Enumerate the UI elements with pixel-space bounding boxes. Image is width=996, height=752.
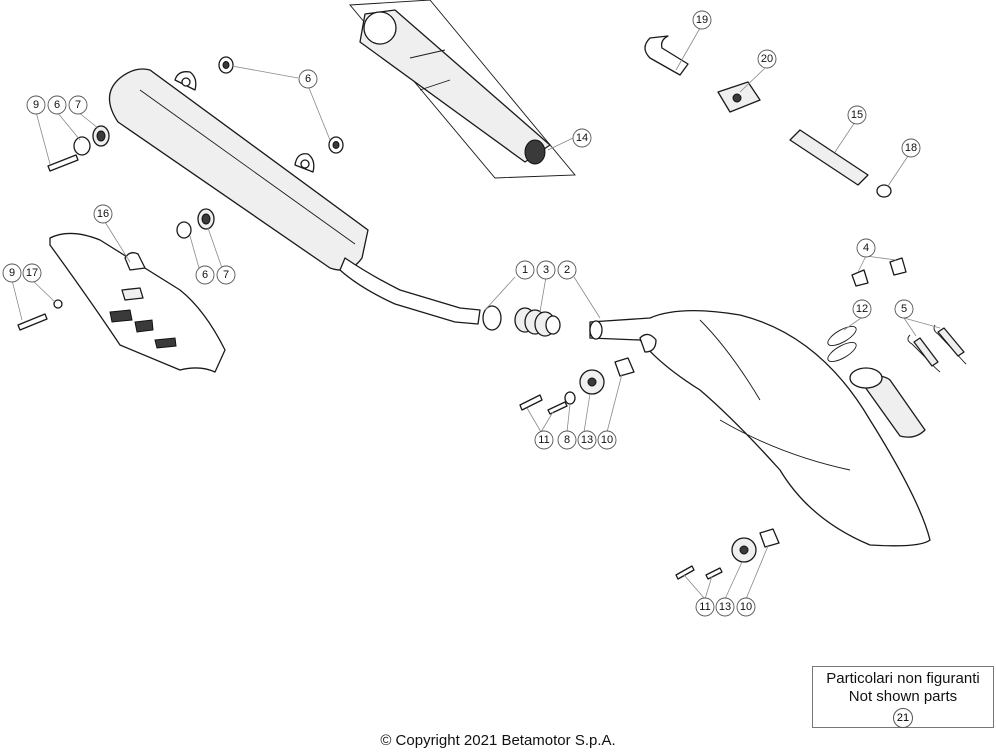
part-14-silencer-packing	[349, 0, 576, 179]
svg-text:14: 14	[576, 132, 588, 144]
callout-17: 17	[22, 263, 42, 283]
not-shown-title-it: Particolari non figuranti	[826, 670, 980, 687]
not-shown-parts-box: Particolari non figuranti Not shown part…	[812, 666, 994, 728]
callout-8: 8	[557, 430, 577, 450]
part-15-tube	[789, 129, 869, 186]
callout-4: 4	[856, 238, 876, 258]
callout-13-lower: 13	[715, 597, 735, 617]
callout-15: 15	[847, 105, 867, 125]
svg-text:17: 17	[26, 267, 38, 279]
callout-21: 21	[893, 708, 913, 728]
part-2-expansion-chamber	[589, 310, 931, 547]
svg-text:13: 13	[719, 601, 731, 613]
callout-16: 16	[93, 204, 113, 224]
svg-text:15: 15	[851, 109, 863, 121]
svg-text:18: 18	[905, 142, 917, 154]
hardware	[17, 56, 967, 580]
svg-text:1: 1	[522, 264, 528, 276]
copyright-notice: © Copyright 2021 Betamotor S.p.A.	[380, 732, 616, 749]
svg-text:3: 3	[543, 264, 549, 276]
callout-7-lower: 7	[216, 265, 236, 285]
part-19-elbow-hose	[644, 35, 689, 76]
part-18-ring	[876, 184, 892, 198]
part-16-heat-shield	[49, 232, 226, 373]
callout-2: 2	[557, 260, 577, 280]
svg-text:2: 2	[564, 264, 570, 276]
callout-10-mid: 10	[597, 430, 617, 450]
not-shown-title-en: Not shown parts	[848, 688, 958, 705]
leader-lines	[11, 27, 941, 600]
svg-text:16: 16	[97, 208, 109, 220]
svg-text:19: 19	[696, 14, 708, 26]
callout-18: 18	[901, 138, 921, 158]
svg-text:10: 10	[740, 601, 752, 613]
svg-text:9: 9	[33, 99, 39, 111]
callout-6-left: 6	[47, 95, 67, 115]
svg-text:10: 10	[601, 434, 613, 446]
callout-9-lower: 9	[2, 263, 22, 283]
callouts: 1 2 3 4 5 6 6 6 7 7 8 9 9 10 10 11 11 12…	[2, 10, 921, 617]
svg-text:6: 6	[54, 99, 60, 111]
svg-text:9: 9	[9, 267, 15, 279]
callout-1: 1	[515, 260, 535, 280]
callout-5: 5	[894, 299, 914, 319]
callout-14: 14	[572, 128, 592, 148]
part-3-seal	[514, 307, 561, 337]
svg-text:11: 11	[699, 601, 710, 613]
svg-text:5: 5	[901, 303, 907, 315]
svg-text:13: 13	[581, 434, 593, 446]
svg-text:8: 8	[564, 434, 570, 446]
callout-3: 3	[536, 260, 556, 280]
callout-13-mid: 13	[577, 430, 597, 450]
svg-text:6: 6	[305, 73, 311, 85]
svg-text:12: 12	[856, 303, 868, 315]
svg-text:6: 6	[202, 269, 208, 281]
part-20-clip	[717, 81, 761, 113]
svg-text:4: 4	[863, 242, 869, 254]
svg-text:20: 20	[761, 53, 773, 65]
callout-11-lower: 11	[695, 597, 715, 617]
svg-text:11: 11	[538, 434, 549, 446]
callout-12: 12	[852, 299, 872, 319]
callout-19: 19	[692, 10, 712, 30]
callout-9-left: 9	[26, 95, 46, 115]
callout-6-lower: 6	[195, 265, 215, 285]
callout-10-lower: 10	[736, 597, 756, 617]
muffler-body	[108, 68, 502, 331]
callout-11-mid: 11	[534, 430, 554, 450]
callout-20: 20	[757, 49, 777, 69]
svg-text:7: 7	[223, 269, 229, 281]
callout-6-top: 6	[298, 69, 318, 89]
svg-text:7: 7	[75, 99, 81, 111]
callout-7-left: 7	[68, 95, 88, 115]
